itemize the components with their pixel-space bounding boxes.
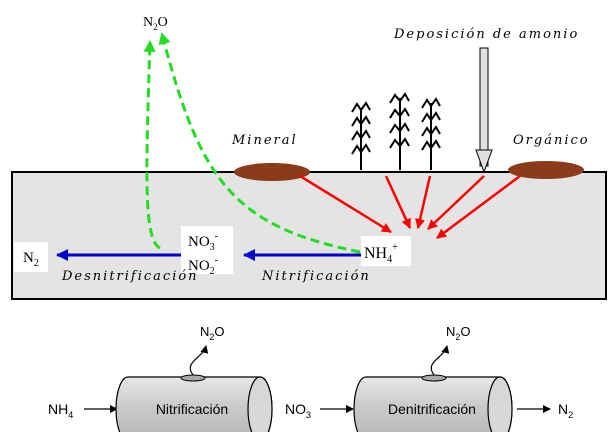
desnitrificacion-label: Desnitrificación — [61, 269, 199, 284]
n2o-left-curve — [189, 345, 209, 376]
no3-label: NO3- — [188, 231, 218, 253]
denitrification-cylinder: Denitrificación — [353, 374, 513, 432]
no2-label: NO2- — [188, 255, 218, 277]
bottom-n2o-right-label: N2O — [446, 324, 471, 342]
vent-right — [421, 374, 447, 382]
process-flow: NH4 Nitrificación N2O NO3 Denitrificació… — [48, 324, 573, 432]
organic-deposit — [508, 161, 584, 179]
mineral-label: Mineral — [231, 133, 298, 148]
bottom-nh4-label: NH4 — [48, 401, 73, 420]
n2o-right-curve — [430, 345, 450, 376]
n2o-label: N2O — [143, 15, 168, 32]
denitrification-cylinder-label: Denitrificación — [388, 401, 476, 417]
red-flux-arrows — [299, 174, 521, 240]
green-n2o-arrows — [143, 32, 361, 254]
deposition-arrow — [475, 47, 493, 174]
bottom-n2o-left-label: N2O — [200, 324, 225, 342]
organico-label: Orgánico — [513, 133, 590, 148]
nh4-label: NH4+ — [364, 242, 398, 265]
nitrification-cylinder-label: Nitrificación — [156, 401, 228, 417]
crop-plants-icon — [351, 92, 441, 170]
bottom-n2-label: N2 — [558, 401, 573, 420]
vent-left — [180, 374, 206, 382]
n2-label: N2 — [23, 250, 39, 269]
bottom-no3-label: NO3 — [285, 401, 311, 420]
deposicion-label: Deposición de amonio — [393, 27, 579, 42]
mineral-deposit — [234, 163, 310, 181]
nitrificacion-label: Nitrificación — [261, 269, 371, 284]
nitrification-cylinder: Nitrificación — [115, 374, 273, 432]
soil-layer — [11, 171, 607, 300]
